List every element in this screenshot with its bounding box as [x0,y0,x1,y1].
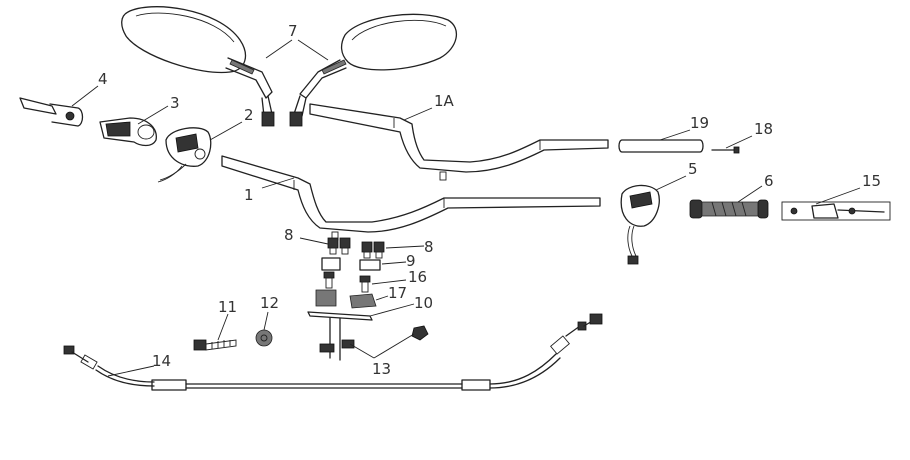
upper-holder-9 [321,257,381,271]
leader-15 [815,187,861,205]
callout-10: 10 [414,294,433,312]
throttle-tube [618,139,704,153]
callout-9: 9 [406,252,416,270]
callout-1: 1 [244,186,254,204]
bolt-8-right [361,241,385,259]
leader-9 [381,261,407,265]
brake-lever [781,201,891,221]
leader-12 [263,311,269,331]
callout-11: 11 [218,298,237,316]
callout-19: 19 [690,114,709,132]
callout-3: 3 [170,94,180,112]
callout-4: 4 [98,70,108,88]
nut-13 [411,325,429,341]
callout-17: 17 [388,284,407,302]
leader-8b [385,245,425,249]
callout-14: 14 [152,352,171,370]
nut-12 [255,329,273,347]
lower-holder-17 [315,289,377,309]
leader-18 [725,135,753,149]
pin [711,146,740,154]
callout-15: 15 [862,172,881,190]
callout-13: 13 [372,360,391,378]
callout-6: 6 [764,172,774,190]
mirror-left [121,6,275,127]
leader-4 [71,85,99,107]
handlebar-1a [309,103,609,181]
leader-8a [299,237,329,245]
handlebar-1 [221,155,601,241]
callout-18: 18 [754,120,773,138]
riser-bracket-10 [307,311,373,361]
leader-1a [403,107,433,121]
leader-13a [349,343,375,359]
leader-11 [217,313,229,341]
callout-2: 2 [244,106,254,124]
bolt-11 [193,339,237,351]
callout-12: 12 [260,294,279,312]
lever-switch [19,97,84,127]
leader-5 [655,175,687,191]
mirror-right [289,13,458,127]
leader-7a [265,39,293,59]
callout-7: 7 [288,22,298,40]
clamp-bracket [99,117,157,147]
leader-16 [371,279,407,285]
leader-17 [375,295,389,301]
callout-1a: 1A [434,92,455,110]
throttle-cable-14 [63,313,603,391]
leader-10 [369,303,415,317]
leader-7b [297,39,329,61]
callout-16: 16 [408,268,427,286]
leader-2 [209,121,243,141]
hand-grip [689,199,769,219]
leader-3 [137,105,169,125]
leader-13b [373,333,415,359]
callout-8a: 8 [284,226,294,244]
bolt-16 [323,271,371,293]
leader-6 [737,185,763,203]
right-switch-housing [620,184,660,265]
left-switch-housing [157,127,212,183]
leader-19 [659,129,691,141]
callout-8b: 8 [424,238,434,256]
callout-5: 5 [688,160,698,178]
leader-1 [261,177,295,189]
bolt-8-left [327,237,351,255]
leader-14 [107,365,155,377]
